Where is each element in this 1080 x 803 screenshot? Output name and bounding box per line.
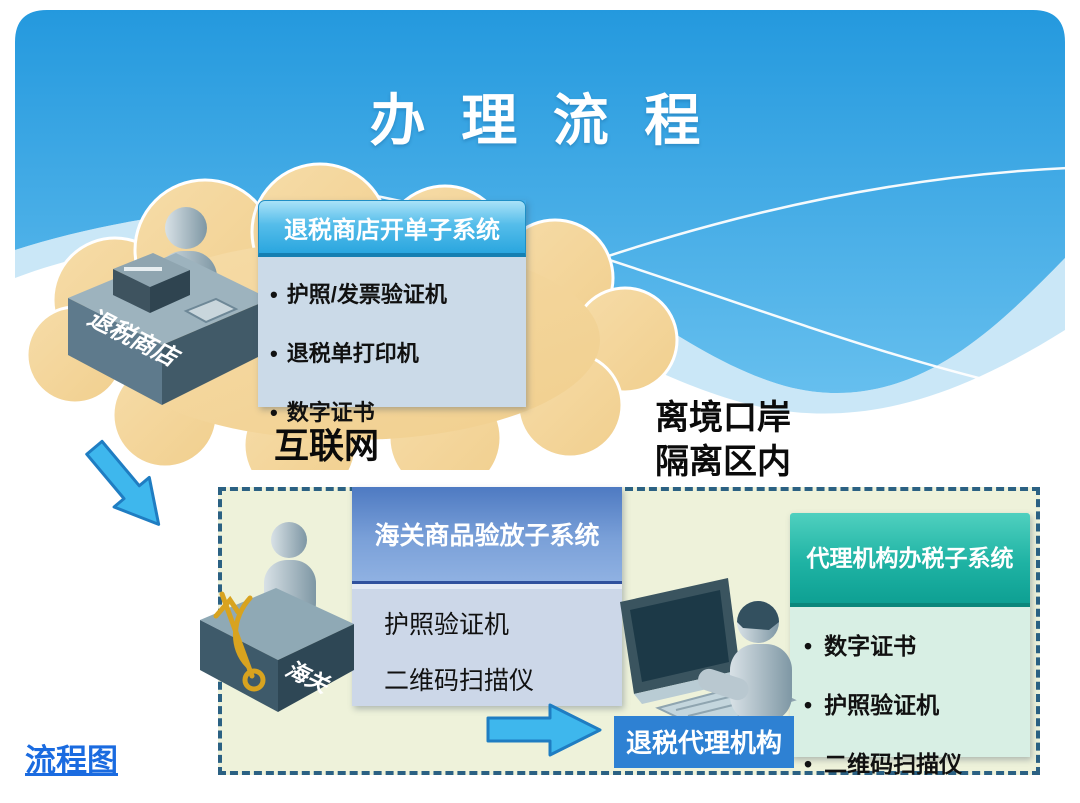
- customs-desk-illustration: 海关: [200, 522, 354, 712]
- departure-port-line2: 隔离区内: [655, 443, 791, 481]
- departure-port-line1: 离境口岸: [655, 399, 791, 437]
- tax-refund-shop-illustration: 退税商店: [68, 207, 270, 405]
- agency-person-icon: [698, 601, 792, 722]
- customs-system-body: 护照验证机 二维码扫描仪: [352, 584, 622, 706]
- list-item: 护照验证机: [804, 686, 1026, 720]
- terminal-icon: [183, 297, 239, 324]
- list-item: 护照验证机: [384, 611, 510, 639]
- agency-system-box: 代理机构办税子系统 数字证书 护照验证机 二维码扫描仪: [790, 513, 1030, 777]
- list-item: 数字证书: [270, 395, 520, 427]
- page-title: 办 理 流 程: [369, 89, 711, 152]
- list-item: 护照/发票验证机: [270, 277, 520, 309]
- list-item: 二维码扫描仪: [804, 745, 1026, 779]
- arrow-right-icon: [486, 703, 602, 757]
- shop-system-body: 护照/发票验证机 退税单打印机 数字证书: [258, 257, 526, 425]
- list-item: 退税单打印机: [270, 336, 520, 368]
- customs-emblem-icon: [213, 591, 266, 692]
- customs-system-header: 海关商品验放子系统: [352, 487, 622, 584]
- shop-system-header: 退税商店开单子系统: [258, 200, 526, 257]
- arrow-down-right-icon: [85, 439, 161, 526]
- shop-system-box: 退税商店开单子系统 护照/发票验证机 退税单打印机 数字证书: [258, 200, 526, 425]
- internet-label: 互联网: [274, 427, 380, 466]
- agency-system-header: 代理机构办税子系统: [790, 513, 1030, 607]
- list-item: 数字证书: [804, 627, 1026, 661]
- agency-name-badge: 退税代理机构: [614, 716, 795, 768]
- departure-port-label: 离境口岸 隔离区内: [655, 396, 791, 484]
- agency-system-body: 数字证书 护照验证机 二维码扫描仪: [790, 607, 1030, 777]
- flowchart-link[interactable]: 流程图: [25, 743, 118, 778]
- list-item: 二维码扫描仪: [384, 667, 535, 695]
- printer-icon: [113, 253, 190, 313]
- customs-system-box: 海关商品验放子系统 护照验证机 二维码扫描仪: [352, 487, 622, 706]
